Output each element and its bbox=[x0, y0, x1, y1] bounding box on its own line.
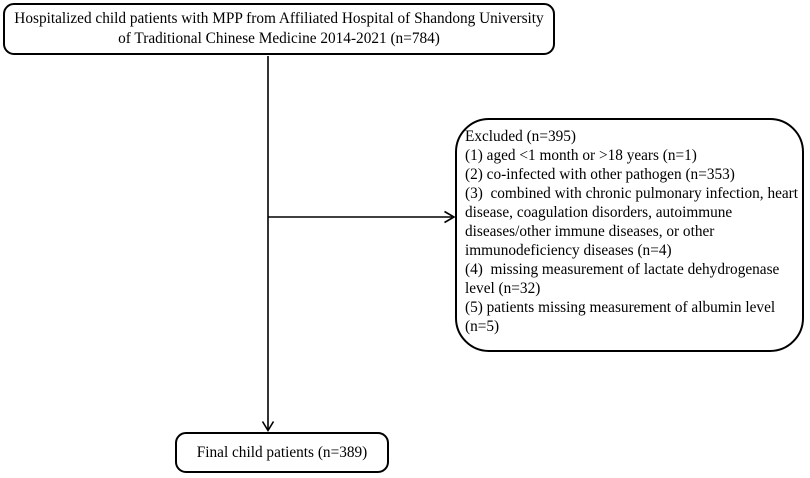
final-cohort-box: Final child patients (n=389) bbox=[175, 432, 389, 473]
excluded-criteria-box: Excluded (n=395) (1) aged <1 month or >18… bbox=[455, 118, 804, 352]
text-line: (5) patients missing measurement of albu… bbox=[465, 299, 776, 316]
text-line: (1) aged <1 month or >18 years (n=1) bbox=[465, 147, 697, 164]
text-line: disease, coagulation disorders, autoimmu… bbox=[465, 204, 733, 221]
text-line: level (n=32) bbox=[465, 280, 541, 297]
text-line: (4) missing measurement of lactate dehyd… bbox=[465, 261, 780, 278]
text-line: of Traditional Chinese Medicine 2014-202… bbox=[118, 30, 440, 47]
text-line: (2) co-infected with other pathogen (n=3… bbox=[465, 166, 735, 183]
final-cohort-label: Final child patients (n=389) bbox=[196, 443, 368, 461]
text-line: Hospitalized child patients with MPP fro… bbox=[14, 10, 544, 27]
text-line: (n=5) bbox=[465, 318, 500, 335]
text-line: immunodeficiency diseases (n=4) bbox=[465, 242, 672, 259]
source-population-box: Hospitalized child patients with MPP fro… bbox=[3, 3, 555, 55]
arrow-down-icon bbox=[261, 421, 275, 433]
text-line: Excluded (n=395) bbox=[465, 128, 576, 145]
arrow-right-icon bbox=[444, 210, 456, 224]
text-line: (3) combined with chronic pulmonary infe… bbox=[465, 185, 799, 202]
text-line: diseases/other immune diseases, or other bbox=[465, 223, 715, 240]
